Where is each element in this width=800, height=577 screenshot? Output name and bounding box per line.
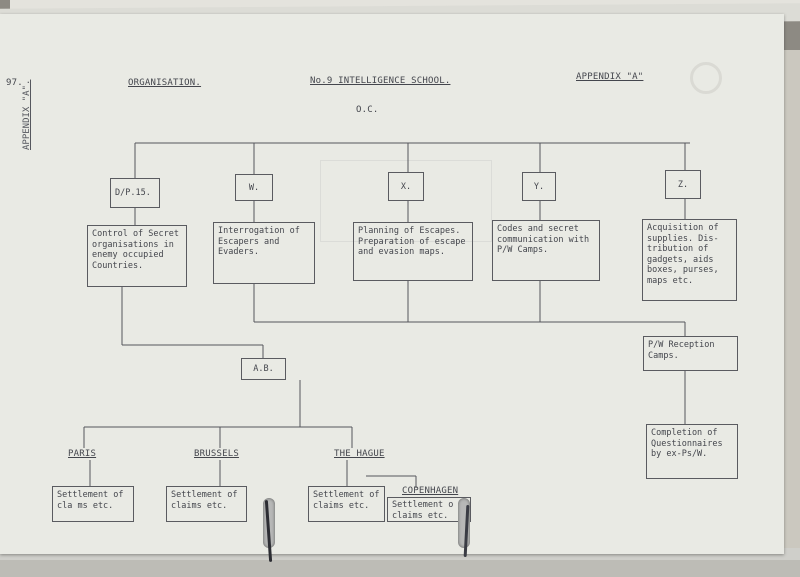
paris-settlement-box: Settlement of cla ms etc.	[52, 486, 134, 522]
city-brussels: BRUSSELS	[194, 449, 239, 459]
brussels-settlement-box: Settlement of claims etc.	[166, 486, 247, 522]
w-description-box: Interrogation of Escapers and Evaders.	[213, 222, 315, 284]
section-dp15-box: D/P.15.	[110, 178, 160, 208]
side-appendix-text: APPENDIX "A".	[22, 79, 32, 150]
header-organisation: ORGANISATION.	[128, 78, 202, 88]
z-description-box: Acquisition of supplies. Dis- tribution …	[642, 219, 737, 301]
oc-label: O.C.	[356, 105, 379, 115]
pw-reception-box: P/W Reception Camps.	[643, 336, 738, 371]
y-description-box: Codes and secret communication with P/W …	[492, 220, 600, 281]
section-z-box: Z.	[665, 170, 701, 199]
city-copenhagen: COPENHAGEN	[402, 486, 459, 496]
copenhagen-settlement-box: Settlement o claims etc.	[387, 497, 471, 522]
faint-stamp-mark	[690, 62, 722, 94]
document-page	[0, 14, 784, 554]
x-description-box: Planning of Escapes. Preparation of esca…	[353, 222, 473, 281]
city-the-hague: THE HAGUE	[334, 449, 385, 459]
header-appendix: APPENDIX "A"	[576, 72, 644, 82]
completion-box: Completion of Questionnaires by ex-Ps/W.	[646, 424, 738, 479]
hague-settlement-box: Settlement of claims etc.	[308, 486, 385, 522]
section-x-box: X.	[388, 172, 424, 201]
section-dp15-label: D/P.15.	[115, 188, 151, 198]
section-x-label: X.	[400, 182, 412, 192]
side-appendix-label: APPENDIX "A".	[22, 80, 32, 150]
show-through-text-area	[320, 160, 492, 242]
ab-label: A.B.	[253, 364, 274, 374]
city-paris: PARIS	[68, 449, 97, 459]
section-w-label: W.	[248, 183, 260, 193]
section-y-box: Y.	[522, 172, 556, 201]
page-number: 97.	[6, 78, 23, 88]
dp15-description-box: Control of Secret organisations in enemy…	[87, 225, 187, 287]
ab-box: A.B.	[241, 358, 286, 380]
bottom-page-edge-2	[0, 560, 800, 577]
page-edge	[780, 50, 800, 555]
section-z-label: Z.	[677, 180, 689, 190]
section-y-label: Y.	[533, 182, 545, 192]
header-school-title: No.9 INTELLIGENCE SCHOOL.	[310, 76, 451, 86]
section-w-box: W.	[235, 174, 273, 201]
